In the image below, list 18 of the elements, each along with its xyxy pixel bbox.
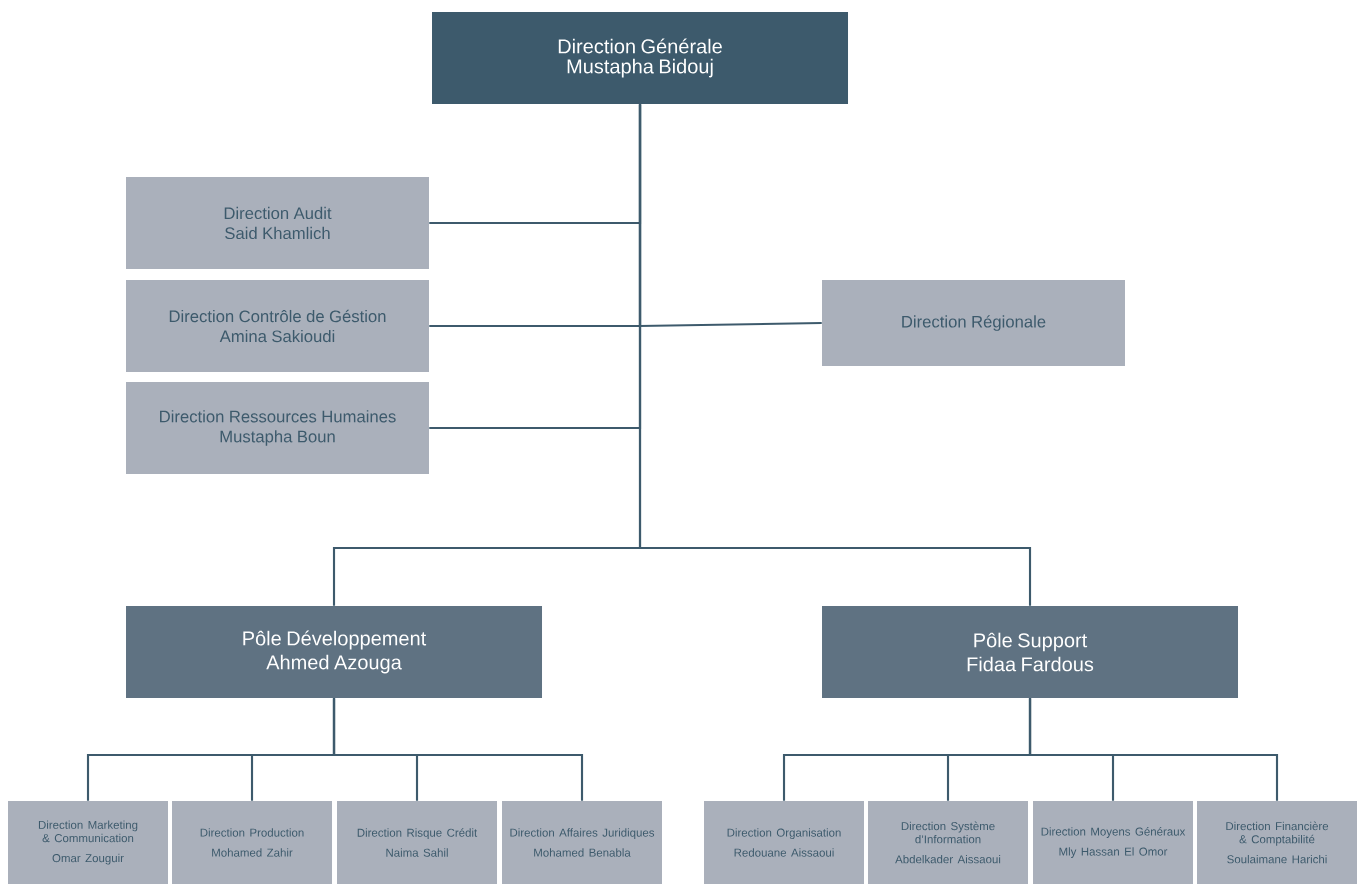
- department-box: Direction Organisation Redouane Aissaoui: [704, 801, 864, 884]
- division-box: Pôle Support Fidaa Fardous: [822, 606, 1238, 698]
- connector: [638, 104, 1032, 606]
- director-box: Direction Générale Mustapha Bidouj: [432, 12, 848, 104]
- department-box: Direction Audit Said Khamlich: [126, 177, 429, 269]
- department-box: Direction Risque Crédit Naima Sahil: [337, 801, 497, 884]
- department-box: Direction Régionale: [822, 280, 1125, 366]
- department-box: Direction Contrôle de Géstion Amina Sakioudi: [126, 280, 429, 372]
- department-box: Direction Marketing & Communication Omar Zouguir: [8, 801, 168, 884]
- department-box: Direction Ressources Humaines Mustapha Boun: [126, 382, 429, 474]
- connector: [1028, 698, 1279, 801]
- connector: [332, 698, 584, 801]
- department-box: Direction Moyens Généraux Mly Hassan El Omor: [1033, 801, 1193, 884]
- division-box: Pôle Développement Ahmed Azouga: [126, 606, 542, 698]
- department-box: Direction Production Mohamed Zahir: [172, 801, 332, 884]
- department-box: Direction Affaires Juridiques Mohamed Benabla: [502, 801, 662, 884]
- department-box: Direction Système d’Information Abdelkader Aissaoui: [868, 801, 1028, 884]
- department-box: Direction Financière & Comptabilité Soulaimane Harichi: [1197, 801, 1357, 884]
